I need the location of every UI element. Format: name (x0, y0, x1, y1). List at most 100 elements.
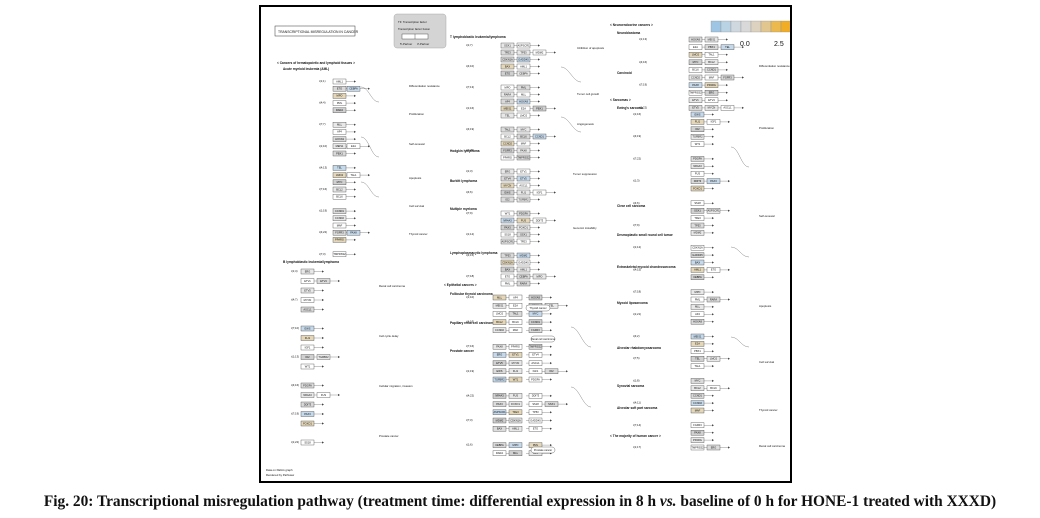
gene-node (500, 140, 515, 147)
gene-node (690, 422, 705, 428)
gene-label: ETV1 (692, 98, 699, 102)
gene-node (688, 82, 703, 88)
gene-node (690, 178, 705, 184)
gene-node (690, 289, 705, 295)
gene-node (500, 105, 515, 112)
gene-node (500, 224, 515, 231)
gene-node (492, 401, 507, 407)
gene-node (516, 273, 531, 280)
gene-label: AML1 (512, 426, 519, 430)
cancer-oval (530, 335, 556, 343)
gene-label: E2A (521, 106, 526, 110)
gene-label: MYCN (504, 183, 512, 187)
gene-label: BCL6 (336, 194, 343, 198)
outcome-label: Prostate cancer (379, 434, 399, 438)
gene-label: DDIT3 (304, 402, 312, 406)
gene-label: PML (695, 297, 701, 301)
gene-node (300, 268, 315, 275)
gene-node (508, 294, 523, 301)
scale-swatch (730, 20, 742, 33)
gene-label: LMO2 (520, 113, 528, 117)
gene-node (690, 356, 705, 362)
gene-node (688, 105, 703, 111)
gene-label: TFE3 (512, 410, 519, 414)
section-heading: Prostate cancer (450, 349, 475, 353)
gene-node (332, 208, 347, 214)
gene-label: ERG (709, 90, 715, 94)
gene-node (332, 165, 347, 171)
locus-label: t(7;22) (466, 148, 474, 152)
outcome-label: Renal cell carcinoma (759, 444, 785, 448)
gene-label: MPO (337, 94, 343, 98)
gene-node (690, 171, 705, 177)
footer-line: Rendered by Pathview (266, 473, 295, 477)
gene-label: ETV4 (708, 98, 715, 102)
gene-node (516, 259, 531, 266)
edge (560, 116, 582, 133)
gene-node (528, 294, 543, 301)
gene-node (516, 63, 531, 70)
section-heading: Alveolar rhabdomyosarcoma (617, 346, 661, 350)
gene-label: DDIT3 (694, 179, 702, 183)
gene-label: ETV4 (504, 176, 511, 180)
gene-node (300, 306, 315, 313)
gene-label: PAX3 (710, 179, 717, 183)
gene-node (516, 84, 531, 91)
gene-label: MLL (695, 305, 701, 309)
gene-label: SS18 (694, 201, 701, 205)
section-heading: Burkitt lymphoma (450, 179, 477, 183)
gene-label: FGFR3 (531, 328, 540, 332)
gene-node (528, 327, 543, 333)
locus-label: t(7;14) (633, 423, 641, 427)
gene-label: IGF1 (533, 369, 539, 373)
gene-node (332, 78, 347, 85)
gene-node (500, 98, 515, 105)
gene-node (690, 200, 705, 206)
gene-node (492, 360, 507, 366)
locus-label: t(4;22) (466, 393, 474, 397)
gene-label: MYCN (512, 361, 520, 365)
gene-label: ERG (711, 445, 717, 449)
gene-node (706, 385, 721, 391)
gene-label: PML (505, 281, 511, 285)
locus-label: t(4;7) (291, 298, 298, 302)
gene-label: E2A (695, 342, 700, 346)
gene-label: ASCL1 (303, 307, 312, 311)
gene-node (690, 333, 705, 340)
gene-label: FUS (321, 393, 326, 397)
gene-node (332, 100, 347, 106)
locus-label: t(1;13) (291, 355, 299, 359)
gene-node (508, 360, 523, 366)
scale-swatch (770, 20, 782, 33)
locus-label: t(4;15) (633, 267, 641, 271)
gene-node (500, 196, 515, 203)
gene-label: BCL6 (692, 68, 699, 72)
gene-node (500, 49, 515, 56)
gene-node (332, 222, 347, 229)
gene-node (500, 154, 515, 161)
gene-node (508, 401, 523, 407)
gene-label: IGF1 (537, 190, 543, 194)
gene-label: TGFBR2 (692, 134, 703, 138)
gene-label: WT1 (305, 364, 311, 368)
locus-label: t(7;7) (319, 122, 326, 126)
locus-label: t(1;12) (633, 245, 641, 249)
gene-label: MYC (533, 312, 539, 316)
gene-node (532, 105, 547, 112)
gene-label: LMO2 (710, 356, 718, 360)
gene-node (300, 335, 315, 341)
gene-label: ID2 (305, 355, 310, 359)
gene-label: PPARG (707, 83, 716, 87)
gene-node (492, 303, 507, 309)
gene-label: GADD45 (518, 57, 529, 61)
gene-node (492, 409, 507, 415)
gene-node (704, 105, 719, 111)
gene-label: TAL1 (512, 312, 519, 316)
gene-node (516, 126, 531, 133)
gene-label: TAL1 (350, 173, 357, 177)
gene-label: ETO (533, 426, 538, 430)
gene-node (690, 259, 705, 266)
locus-label: t(1;8) (633, 378, 640, 382)
cancer-oval-label: Prostate cancer (534, 448, 552, 452)
gene-label: CEBPA (693, 275, 702, 279)
